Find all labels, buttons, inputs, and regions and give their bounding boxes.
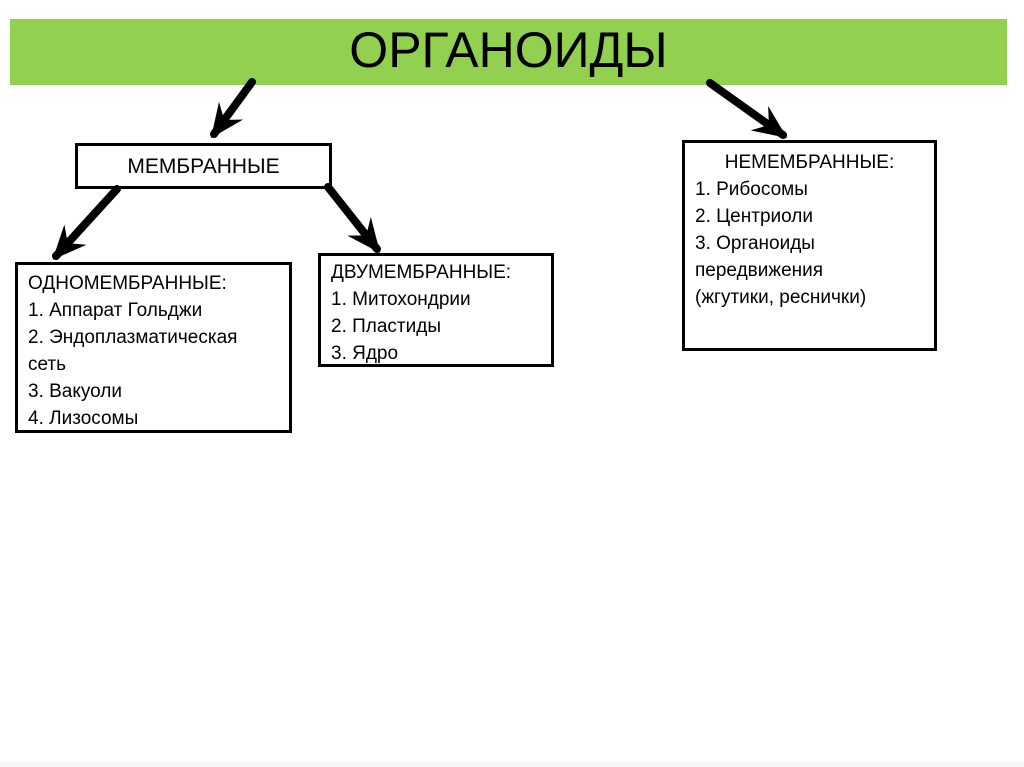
single-membrane-header: ОДНОМЕМБРАННЫЕ:	[28, 273, 227, 294]
list-item: 2. Центриоли	[695, 206, 813, 227]
list-item: 2. Эндоплазматическая	[28, 327, 238, 348]
slide-bottom-edge	[0, 762, 1024, 767]
list-item: 3. Органоиды	[695, 233, 815, 254]
list-item: 1. Рибосомы	[695, 179, 808, 200]
arrow-membrane-to-single-icon	[52, 185, 121, 260]
list-item: 2. Пластиды	[331, 316, 441, 337]
double-membrane-box: ДВУМЕМБРАННЫЕ: 1. Митохондрии 2. Пластид…	[318, 253, 554, 367]
list-item: (жгутики, реснички)	[695, 287, 867, 308]
non-membrane-box: НЕМЕМБРАННЫЕ: 1. Рибосомы 2. Центриоли 3…	[682, 140, 937, 351]
list-item: 3. Ядро	[331, 343, 399, 364]
title-bar: ОРГАНОИДЫ	[10, 19, 1007, 85]
arrow-title-to-non-membrane-icon	[706, 79, 788, 139]
list-item: 4. Лизосомы	[28, 408, 139, 429]
single-membrane-box: ОДНОМЕМБРАННЫЕ: 1. Аппарат Гольджи 2. Эн…	[15, 262, 292, 433]
list-item: сеть	[28, 354, 67, 375]
double-membrane-header: ДВУМЕМБРАННЫЕ:	[331, 262, 512, 283]
list-item: 3. Вакуоли	[28, 381, 123, 402]
membrane-label: МЕМБРАННЫЕ	[127, 154, 280, 178]
arrow-title-to-membrane-icon	[210, 78, 256, 139]
list-item: 1. Митохондрии	[331, 289, 471, 310]
list-item: передвижения	[695, 260, 824, 281]
page-title: ОРГАНОИДЫ	[349, 22, 668, 78]
non-membrane-header: НЕМЕМБРАННЫЕ:	[724, 152, 895, 173]
list-item: 1. Аппарат Гольджи	[28, 300, 203, 321]
arrow-membrane-to-double-icon	[324, 183, 381, 254]
membrane-box: МЕМБРАННЫЕ	[75, 143, 332, 189]
